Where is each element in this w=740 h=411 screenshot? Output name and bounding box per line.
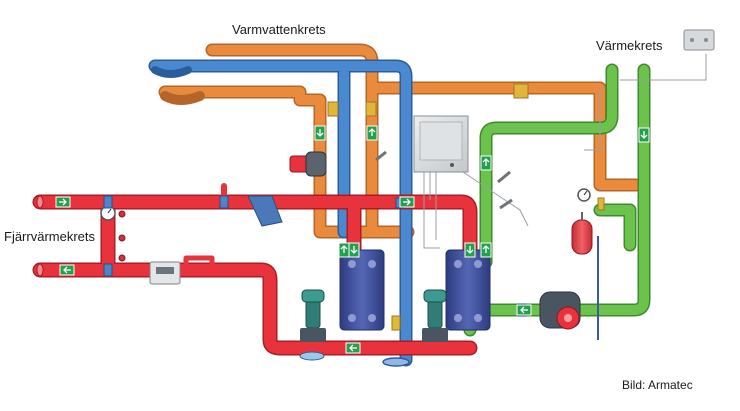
heating-circuit-label: Värmekrets <box>596 38 663 53</box>
image-credit: Bild: Armatec <box>622 378 693 392</box>
energy-meter-icon <box>149 261 181 285</box>
heating-pipes <box>463 63 651 337</box>
control-cabinet <box>413 115 469 173</box>
expansion-tank-icon <box>571 212 593 255</box>
sensor-probe <box>375 150 513 210</box>
hot-water-circuit-label: Varmvattenkrets <box>232 22 326 37</box>
flow-arrow-icon <box>55 125 650 354</box>
pump-icon <box>299 289 326 361</box>
strainer-icon <box>247 195 283 227</box>
pump-icon <box>289 151 327 177</box>
heat-exchanger-1 <box>339 249 385 331</box>
sensor-box-icon <box>683 29 715 51</box>
signal-wires <box>423 54 707 249</box>
pressure-gauge-icon <box>100 205 116 221</box>
valve-icon <box>118 210 126 262</box>
pump-icon <box>422 289 448 342</box>
valve-icon <box>327 83 605 331</box>
pressure-gauge-icon <box>577 188 591 202</box>
heat-exchanger-2 <box>445 249 491 331</box>
pump-icon <box>539 291 581 330</box>
district-heating-circuit-label: Fjärrvärmekrets <box>4 229 96 244</box>
